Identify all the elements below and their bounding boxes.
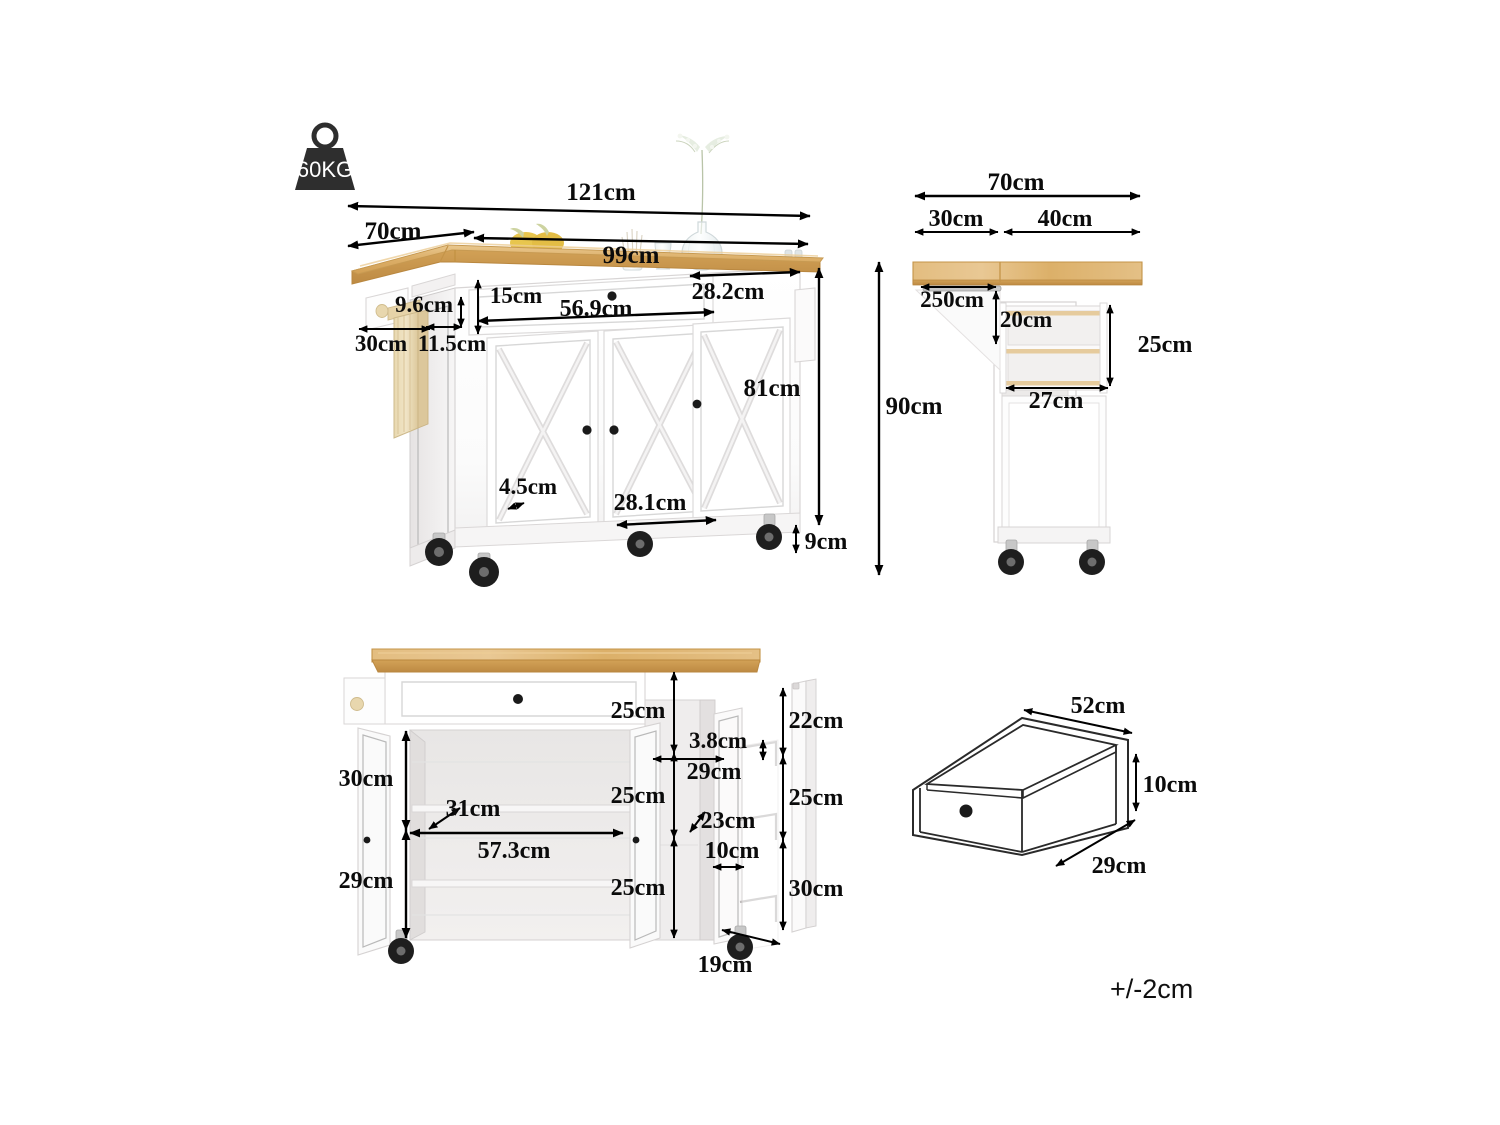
front-view-dimensions: 121cm 70cm 99cm 15cm 56.9cm 28.2cm 9.6 [347,179,848,555]
side-casters [998,539,1105,575]
rack-lip-mid [739,812,778,840]
dim-line-open-shelf-depth [428,807,461,830]
dim-front-leaf-width: 70cm [365,218,422,245]
shelf-rail-upper [1006,311,1104,316]
left-door-knob-front [582,425,592,435]
dim-front-towel-projection: 11.5cm [418,331,486,356]
dim-front-towel-arm: 9.6cm [395,292,453,317]
front-view: 60KG 121cm 70cm 99cm 15cm 56.9cm [295,122,848,587]
dim-line-drawer-depth [1055,819,1136,867]
dim-side-leaf-bracket: 250cm [920,287,984,312]
front-casters [425,513,782,587]
dim-line-open-base-depth [721,928,781,946]
dim-front-drawer-width: 56.9cm [560,296,633,322]
caster [627,531,653,557]
dim-side-total-height: 90cm [886,393,943,420]
dim-line-front-door-width [616,516,717,529]
dim-open-shelf-depth: 31cm [446,796,501,822]
side-cabinet-body [912,261,1143,575]
open-view-dimensions: 30cm 29cm 31cm 57.3cm 25cm 25cm 25cm [339,671,844,978]
dim-open-rack-depth: 23cm [701,808,756,834]
caster [425,532,453,566]
dim-front-total-width: 121cm [566,179,636,206]
caster [469,552,499,587]
dim-side-total-depth: 70cm [988,169,1045,196]
interior-shelf-lower [411,879,645,888]
right-door-knob-front [692,399,702,409]
dim-line-drawer-width [1023,708,1133,735]
dim-front-stile-width: 4.5cm [499,474,557,499]
dim-open-lower-door-height: 29cm [339,868,394,894]
dim-drawer-depth: 29cm [1092,853,1147,879]
drawer-detail-knob [959,804,973,818]
dim-side-leaf-depth: 30cm [929,206,984,232]
rack-lip-top [739,740,778,766]
dim-line-front-total-width [347,201,811,221]
caster [1079,539,1105,575]
towel-bar-knob [375,304,389,318]
weight-capacity-badge: 60KG [295,122,355,190]
tolerance-note: +/-2cm [1110,974,1193,1004]
dim-drawer-height: 10cm [1143,772,1198,798]
dim-side-shelf-block: 25cm [1138,332,1193,358]
side-view-dimensions: 70cm 30cm 40cm 250cm 20cm 25cm 27cm [874,169,1193,576]
drawer-view: 52cm 10cm 29cm [912,693,1198,879]
dim-open-bottom-zone: 25cm [611,875,666,901]
towel-bar-assembly [365,287,429,439]
drawer-view-dimensions: 52cm 10cm 29cm [1023,693,1198,879]
shelf-rail-lower [1006,349,1104,354]
dim-front-caster-height: 9cm [805,529,848,555]
center-door-knob-front [609,425,619,435]
caster [756,513,782,550]
dim-line-front-stile-width [507,502,525,510]
dim-line-front-leaf-width [347,228,475,250]
dim-open-upper-door-height: 30cm [339,766,394,792]
dim-open-base-depth: 19cm [698,952,753,978]
dim-line-front-body-width [473,233,809,249]
shelf-rail-bottom [1006,381,1104,386]
dim-front-body-width: 99cm [603,242,660,269]
side-view: 70cm 30cm 40cm 250cm 20cm 25cm 27cm [874,169,1193,576]
dim-open-side-mid: 25cm [789,785,844,811]
dim-side-shelf-width: 27cm [1029,388,1084,414]
dim-open-rack-width: 29cm [687,759,742,785]
dim-open-drawer-zone: 25cm [611,698,666,724]
dim-open-rack-lip: 3.8cm [689,728,747,753]
open-view-towel-bar [343,677,386,725]
dim-front-towel-bar-length: 30cm [355,331,407,356]
dim-front-body-height: 81cm [744,375,801,402]
dim-line-front-drawer-width [477,307,715,326]
drawer-knob-front [607,291,617,301]
dim-front-door-width: 28.1cm [614,490,687,516]
dim-drawer-width: 52cm [1071,693,1126,719]
right-side-handle [794,287,816,363]
open-right-door [629,722,661,949]
dim-open-side-bottom: 30cm [789,876,844,902]
dim-line-open-rack-depth [689,811,706,833]
dim-front-right-door-width: 28.2cm [692,279,765,305]
caster [998,539,1024,575]
dim-open-shelf-width: 57.3cm [478,838,551,864]
weight-capacity-label: 60KG [297,157,353,182]
drawer-knob-open-view [513,694,523,704]
dim-line-front-right-door-width [689,267,801,281]
dim-side-body-depth: 40cm [1038,206,1093,232]
open-cabinet-view: 30cm 29cm 31cm 57.3cm 25cm 25cm 25cm [339,648,844,978]
dim-side-shelf-gap: 20cm [1000,307,1052,332]
dim-open-rack-projection: 10cm [705,838,760,864]
dim-open-side-top: 22cm [789,708,844,734]
dim-open-mid-zone: 25cm [611,783,666,809]
dim-front-drawer-height: 15cm [490,283,542,308]
rack-lip-bottom [739,894,778,922]
